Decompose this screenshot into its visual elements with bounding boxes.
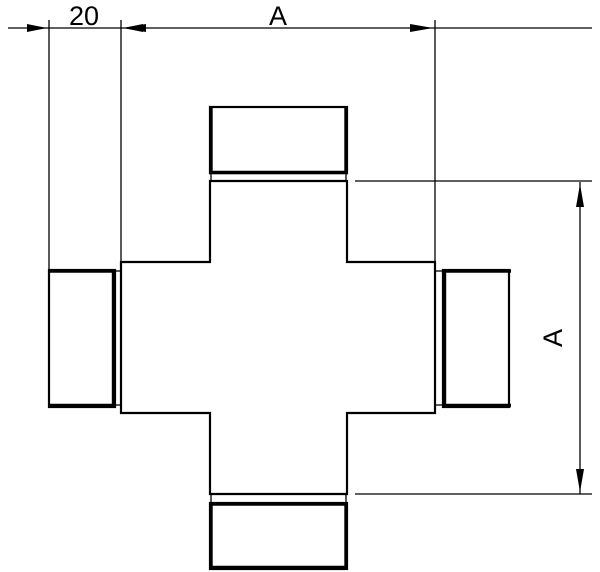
flange-top	[208, 105, 349, 175]
cross-body-group	[119, 179, 437, 496]
neck-gaps-group	[115, 174, 442, 502]
arrow-head-20-left	[27, 24, 47, 32]
dimension-label-a-vertical: A	[538, 329, 568, 347]
arrow-head-a-vertical-top	[576, 184, 584, 207]
cross-body-outline	[119, 179, 437, 496]
arrow-head-a-vertical-bottom	[576, 469, 584, 492]
arrow-head-a-left	[123, 24, 146, 32]
flanges-group	[47, 105, 511, 571]
extension-lines	[48, 20, 592, 495]
dimension-label-20: 20	[69, 1, 99, 31]
flange-right	[441, 268, 511, 409]
vertical-dimension-group: A	[538, 182, 584, 494]
flange-bottom	[208, 501, 349, 571]
horizontal-dimension-group: 20 A	[8, 1, 592, 32]
flange-left	[47, 268, 117, 409]
arrow-head-a-right	[410, 24, 433, 32]
dimension-label-a-horizontal: A	[269, 1, 287, 31]
